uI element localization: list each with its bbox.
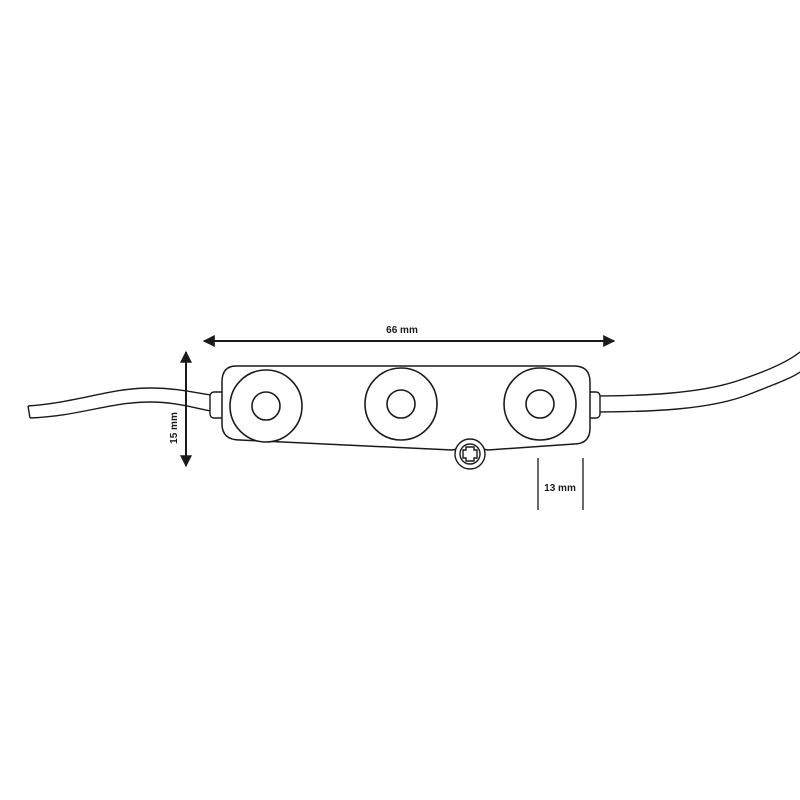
length-dimension-label: 66 mm (386, 325, 418, 336)
pitch-dimension-bracket (537, 458, 584, 510)
left-cable (27, 387, 219, 419)
led-3 (503, 367, 577, 441)
pitch-dimension-label: 13 mm (544, 483, 576, 494)
led-1 (229, 369, 303, 443)
phillips-screw-icon (454, 438, 486, 470)
height-dimension-label: 15 mm (169, 412, 180, 444)
led-2 (364, 367, 438, 441)
right-cable (589, 351, 800, 413)
